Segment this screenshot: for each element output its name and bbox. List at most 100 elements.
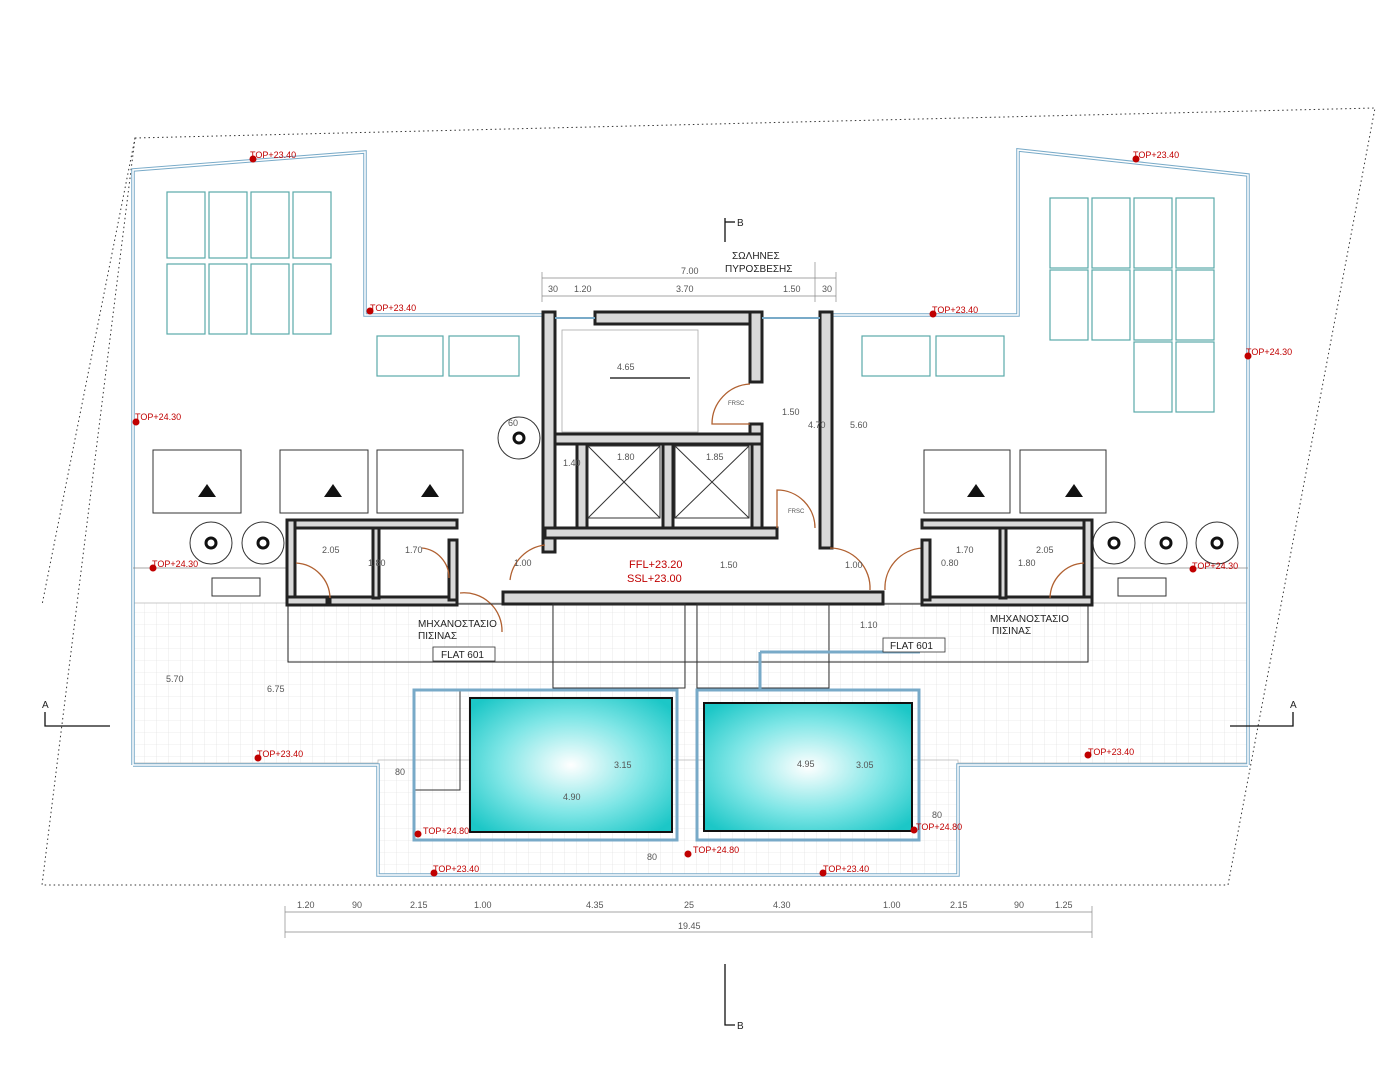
svg-text:4.95: 4.95 <box>797 759 815 769</box>
lower-stairs <box>413 603 920 791</box>
svg-text:1.25: 1.25 <box>1055 900 1073 910</box>
svg-text:4.70: 4.70 <box>808 420 826 430</box>
flat-601-strip <box>287 603 1089 663</box>
svg-text:TOP+23.40: TOP+23.40 <box>250 150 296 160</box>
svg-text:1.10: 1.10 <box>860 620 878 630</box>
svg-text:25: 25 <box>684 900 694 910</box>
flat-right-box <box>882 637 946 653</box>
section-b-bottom: B <box>737 1021 744 1032</box>
svg-text:1.00: 1.00 <box>514 558 532 568</box>
svg-text:3.05: 3.05 <box>856 760 874 770</box>
svg-text:1.00: 1.00 <box>474 900 492 910</box>
level-tag-markers <box>132 155 1252 877</box>
plot-boundary-left <box>41 137 136 606</box>
svg-text:1.80: 1.80 <box>1018 558 1036 568</box>
svg-text:80: 80 <box>932 810 942 820</box>
svg-text:3.15: 3.15 <box>614 760 632 770</box>
svg-text:1.20: 1.20 <box>574 284 592 294</box>
bottom-dimension-labels: 1.20 90 2.15 1.00 4.35 25 4.30 1.00 2.15… <box>297 900 1073 931</box>
svg-text:1.50: 1.50 <box>720 560 738 570</box>
top-dimensions <box>541 262 837 302</box>
svg-text:90: 90 <box>1014 900 1024 910</box>
solar-panels-left <box>166 191 520 377</box>
svg-text:TOP+23.40: TOP+23.40 <box>370 303 416 313</box>
svg-text:4.35: 4.35 <box>586 900 604 910</box>
flat-left-box <box>432 646 496 662</box>
svg-text:TOP+24.30: TOP+24.30 <box>135 412 181 422</box>
svg-text:TOP+24.80: TOP+24.80 <box>423 826 469 836</box>
solar-panels-right <box>861 197 1215 413</box>
level-tags: TOP+23.40 TOP+23.40 TOP+23.40 TOP+23.40 … <box>135 150 1292 874</box>
svg-text:1.80: 1.80 <box>368 558 386 568</box>
svg-text:1.50: 1.50 <box>783 284 801 294</box>
svg-text:30: 30 <box>548 284 558 294</box>
ac-units-left <box>152 416 541 597</box>
svg-text:7.00: 7.00 <box>681 266 699 276</box>
svg-text:1.85: 1.85 <box>706 452 724 462</box>
svg-text:4.65: 4.65 <box>617 362 635 372</box>
section-a-left: A <box>42 700 49 711</box>
svg-text:60: 60 <box>508 418 518 428</box>
svg-text:TOP+24.30: TOP+24.30 <box>1192 561 1238 571</box>
svg-text:1.70: 1.70 <box>956 545 974 555</box>
flat-left-label: FLAT 601 <box>441 650 484 661</box>
stair-lift-core <box>501 310 923 606</box>
section-a-right: A <box>1290 700 1297 711</box>
svg-text:90: 90 <box>352 900 362 910</box>
ffl-level: FFL+23.20 <box>629 559 683 571</box>
svg-text:TOP+24.80: TOP+24.80 <box>916 822 962 832</box>
pool-left <box>469 697 673 833</box>
flat-right-label: FLAT 601 <box>890 641 933 652</box>
inner-dimension-labels: 4.65 1.50 4.70 5.60 1.80 1.85 1.40 1.50 … <box>166 362 1054 862</box>
svg-text:TOP+24.80: TOP+24.80 <box>693 845 739 855</box>
section-b-top: B <box>737 218 744 229</box>
svg-text:1.80: 1.80 <box>617 452 635 462</box>
svg-text:TOP+23.40: TOP+23.40 <box>433 864 479 874</box>
svg-text:80: 80 <box>647 852 657 862</box>
pool-machine-room-left <box>285 518 503 633</box>
svg-text:TOP+23.40: TOP+23.40 <box>1088 747 1134 757</box>
tiled-terrace <box>132 602 1250 764</box>
pool-room-left-label-2: ΠΙΣΙΝΑΣ <box>418 631 457 642</box>
svg-text:3.70: 3.70 <box>676 284 694 294</box>
svg-text:1.40: 1.40 <box>563 458 581 468</box>
svg-text:1.00: 1.00 <box>883 900 901 910</box>
frsc-label-2: FRSC <box>788 509 805 515</box>
svg-text:1.00: 1.00 <box>845 560 863 570</box>
svg-text:1.20: 1.20 <box>297 900 315 910</box>
total-width: 19.45 <box>678 921 701 931</box>
svg-text:TOP+24.30: TOP+24.30 <box>1246 347 1292 357</box>
svg-text:80: 80 <box>395 767 405 777</box>
frsc-label-1: FRSC <box>728 401 745 407</box>
pools <box>412 688 921 842</box>
svg-text:1.70: 1.70 <box>405 545 423 555</box>
svg-text:TOP+23.40: TOP+23.40 <box>257 749 303 759</box>
fire-pipes-label-2: ΠΥΡΟΣΒΕΣΗΣ <box>725 264 792 275</box>
svg-text:TOP+24.30: TOP+24.30 <box>152 559 198 569</box>
section-markers <box>44 218 1294 1026</box>
pool-right <box>703 702 913 832</box>
svg-text:TOP+23.40: TOP+23.40 <box>932 305 978 315</box>
svg-text:2.05: 2.05 <box>322 545 340 555</box>
pool-room-right-label-2: ΠΙΣΙΝΑΣ <box>992 626 1031 637</box>
svg-text:TOP+23.40: TOP+23.40 <box>823 864 869 874</box>
svg-text:5.70: 5.70 <box>166 674 184 684</box>
ssl-level: SSL+23.00 <box>627 573 682 585</box>
svg-text:2.15: 2.15 <box>410 900 428 910</box>
svg-text:4.30: 4.30 <box>773 900 791 910</box>
pool-room-left-label-1: ΜΗΧΑΝΟΣΤΑΣΙΟ <box>418 619 497 630</box>
svg-text:6.75: 6.75 <box>267 684 285 694</box>
bottom-dimensions <box>284 906 1093 938</box>
pool-machine-room-right <box>920 518 1094 607</box>
svg-text:2.05: 2.05 <box>1036 545 1054 555</box>
top-dimension-labels: 7.00 30 1.20 3.70 1.50 30 <box>548 266 832 294</box>
pool-room-right-label-1: ΜΗΧΑΝΟΣΤΑΣΙΟ <box>990 614 1069 625</box>
fire-pipes-label-1: ΣΩΛΗΝΕΣ <box>732 251 780 262</box>
svg-text:5.60: 5.60 <box>850 420 868 430</box>
svg-text:0.80: 0.80 <box>941 558 959 568</box>
ac-units-right <box>923 449 1239 597</box>
svg-text:30: 30 <box>822 284 832 294</box>
svg-text:TOP+23.40: TOP+23.40 <box>1133 150 1179 160</box>
svg-text:1.50: 1.50 <box>782 407 800 417</box>
